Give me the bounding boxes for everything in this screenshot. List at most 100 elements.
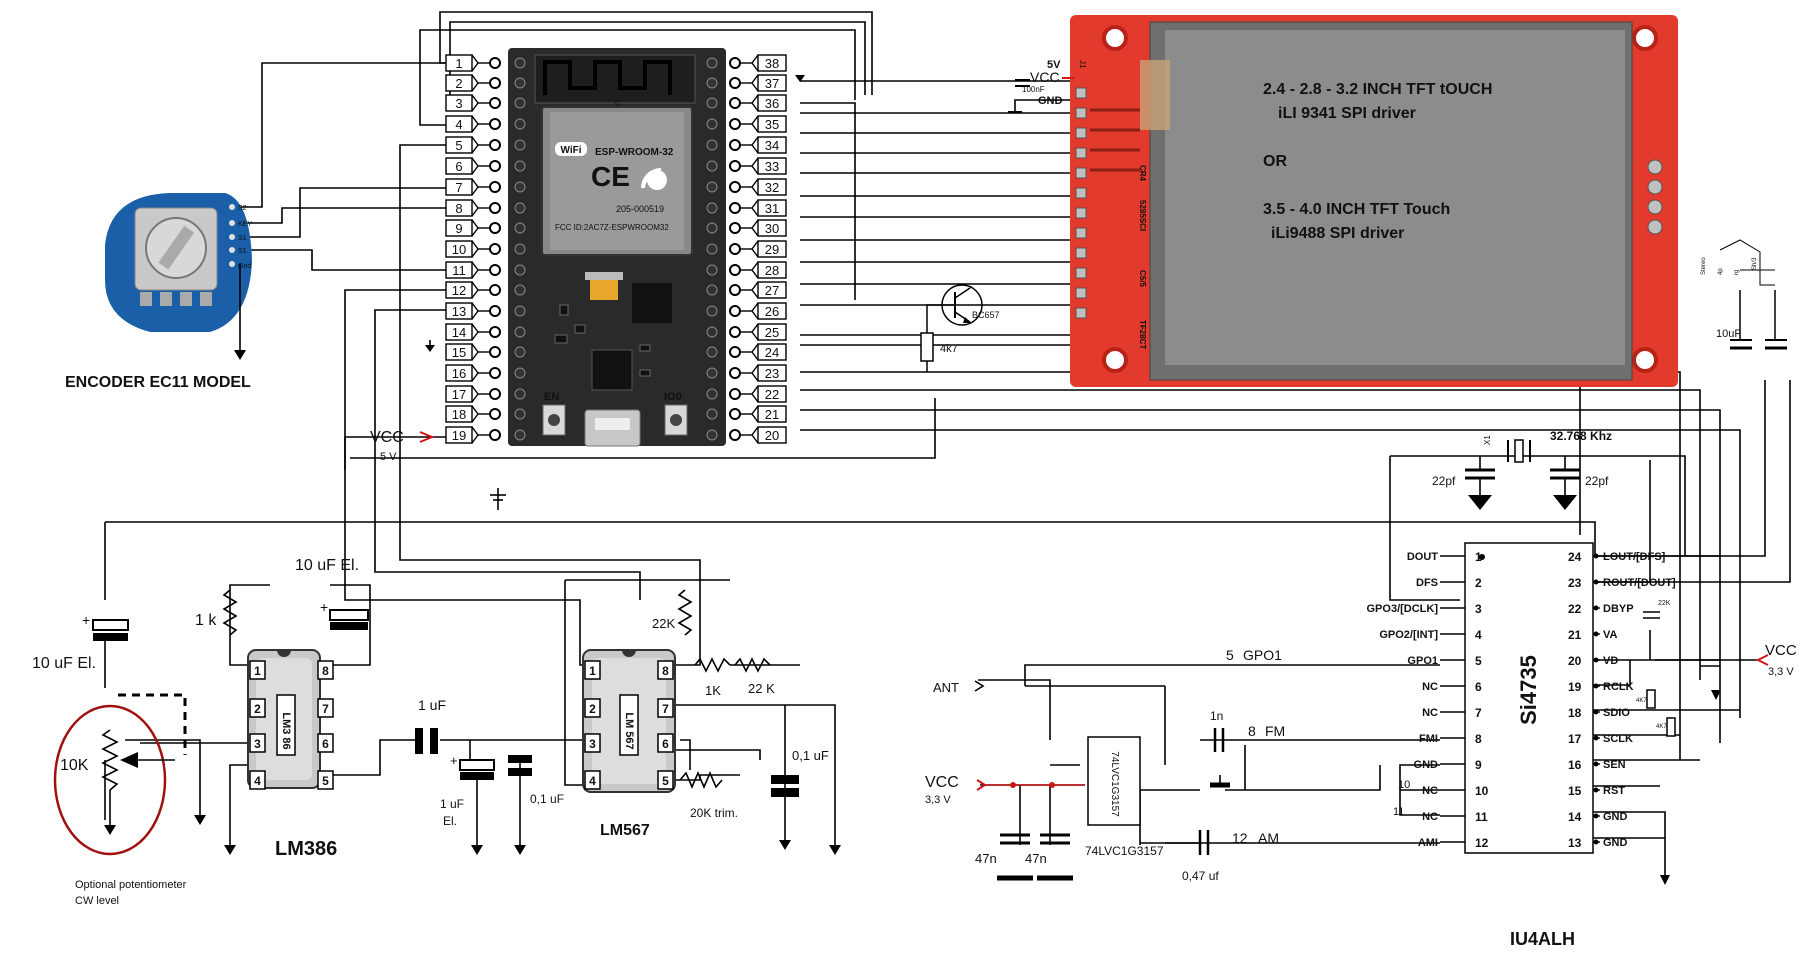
esp32-right-pin-box [757, 281, 787, 299]
dip-pin-box-right [317, 660, 334, 680]
cap-47n-a: 47n [975, 833, 1033, 881]
cap-22pf-b: 22pf [1550, 468, 1609, 510]
esp32-left-pin-box [445, 302, 473, 320]
cap-22pf-a-label: 22pf [1432, 474, 1456, 488]
si-right-pin-name: RST [1603, 785, 1625, 797]
esp32-left-pin-arrow-icon [471, 323, 479, 341]
esp32-left-pin-label: 17 [452, 387, 466, 402]
dip-pin-box-left [249, 660, 266, 680]
esp32-right-header [729, 57, 741, 441]
si-right-pin-name: RCLK [1603, 681, 1634, 693]
jack-label-4p: 4p [1718, 268, 1724, 275]
esp32-right-pin-label: 32 [765, 180, 779, 195]
esp32-left-pin-box [445, 178, 473, 196]
tft-j-label: J1 [1078, 60, 1087, 69]
si-left-pin-name: GND [1414, 759, 1439, 771]
nc10-num: 10 [1398, 779, 1410, 791]
esp32-left-pin-arrow-icon [471, 261, 479, 279]
esp32-right-pin-arrow-icon [751, 157, 759, 175]
trim-20k-label: 20K trim. [690, 806, 738, 820]
regulator-base [585, 272, 623, 280]
esp32-right-pin-label: 37 [765, 76, 779, 91]
dip-pin-label-left: 1 [254, 664, 261, 678]
ant-label: ANT [933, 680, 959, 695]
esp32-right-pin-label: 23 [765, 366, 779, 381]
tft-text-line2: iLI 9341 SPI driver [1278, 105, 1416, 122]
esp32-right-pin-label: 29 [765, 242, 779, 257]
dip-pin-box-right [317, 698, 334, 718]
si-res-22k-label: 22K [1658, 600, 1671, 607]
si-left-pin-num: 1 [1475, 550, 1482, 564]
si-right-pin-dot [1593, 787, 1599, 793]
esp32-right-pin-arrow-icon [751, 426, 759, 444]
cap-1uf: 1 uF [415, 697, 446, 754]
switch-chip-text: 74LVC1G3157 [1109, 751, 1120, 817]
si-right-pin-num: 15 [1568, 784, 1582, 798]
esp32-left-pin-box [445, 281, 473, 299]
esp32-left-pin-label: 14 [452, 325, 466, 340]
v33-right-label: 3,3 V [1768, 666, 1794, 678]
dip-pin-box-left [584, 660, 601, 680]
jack-cap-10uf-label: 10uF [1716, 328, 1741, 340]
si-right-pin-num: 13 [1568, 836, 1582, 850]
tft-100nf-label: 100nF [1022, 85, 1045, 94]
dip-pin-label-left: 1 [589, 664, 596, 678]
esp32-right-pin-label: 33 [765, 159, 779, 174]
res-4k7 [920, 332, 934, 362]
tft-text-line3: 3.5 - 4.0 INCH TFT Touch [1263, 201, 1450, 218]
si-right-pin-num: 16 [1568, 758, 1582, 772]
esp32-left-pin-label: 19 [452, 428, 466, 443]
esp32-left-pin-arrow-icon [471, 157, 479, 175]
tft-display: CR4 5285SCI C5/5 TF28CT J1 2.4 - 2.8 - 3… [1070, 15, 1678, 387]
esp32-c-mark: C [615, 99, 621, 108]
esp32-right-pin-box [757, 385, 787, 403]
esp32-left-pin-label: 1 [455, 56, 462, 71]
dip-pin-box-right [657, 733, 674, 753]
tft-side-pads [1647, 159, 1663, 235]
esp32-left-pin-label: 6 [455, 159, 462, 174]
res-22k-b-label: 22 K [748, 681, 775, 696]
si-right-pin-name: SEN [1603, 759, 1626, 771]
esp32-right-pin-box [757, 54, 787, 72]
esp32-left-pin-box [445, 136, 473, 154]
si-right-pin-dot [1593, 605, 1599, 611]
cap-22pf-b-label: 22pf [1585, 474, 1609, 488]
lm386-title: LM386 [275, 838, 337, 860]
esp32-left-pin-box [445, 199, 473, 217]
tft-text-line1: 2.4 - 2.8 - 3.2 INCH TFT tOUCH [1263, 81, 1492, 98]
pot-note-1: Optional potentiometer [75, 879, 187, 891]
esp32-left-header [489, 57, 501, 441]
esp32-right-pin-box [757, 136, 787, 154]
crystal-x1-label: X1 [1483, 435, 1492, 445]
lm567-chip-text: LM 567 [623, 712, 635, 749]
esp32-right-pin-box [757, 94, 787, 112]
tft-header-pins [1075, 87, 1087, 319]
si-right-pin-name: VD [1603, 655, 1618, 667]
esp32-right-pin-box [757, 261, 787, 279]
jack-label-rg: rg [1734, 270, 1740, 275]
esp32-left-pin-box [445, 94, 473, 112]
v5-label-esp: 5 V [380, 451, 397, 463]
esp32-left-pin-box [445, 240, 473, 258]
si-right-pin-name: LOUT/[DFS] [1603, 551, 1666, 563]
si-left-pin-num: 3 [1475, 602, 1482, 616]
esp32-left-pin-arrow-icon [471, 240, 479, 258]
pot-10k: 10K Optional potentiometer CW level [53, 693, 187, 907]
esp32-left-pin-arrow-icon [471, 94, 479, 112]
pot-label: 10K [60, 757, 89, 774]
si-left-pin-num: 10 [1475, 784, 1489, 798]
esp32-right-pin-box [757, 74, 787, 92]
encoder-gnd-arrow-icon [234, 350, 246, 360]
res-1k-label: 1 k [195, 612, 217, 629]
esp32-left-pin-arrow-icon [471, 426, 479, 444]
esp32-left-pin-label: 15 [452, 345, 466, 360]
esp32-right-pin-arrow-icon [751, 364, 759, 382]
esp32-left-pin-box [445, 323, 473, 341]
esp32-left-pin-arrow-icon [471, 115, 479, 133]
trim-20k [679, 770, 723, 790]
dip-pin-label-left: 2 [254, 702, 261, 716]
bc657-label: BC657 [972, 310, 1000, 320]
dip-pin-label-right: 5 [322, 774, 329, 788]
esp32-left-pin-label: 13 [452, 304, 466, 319]
